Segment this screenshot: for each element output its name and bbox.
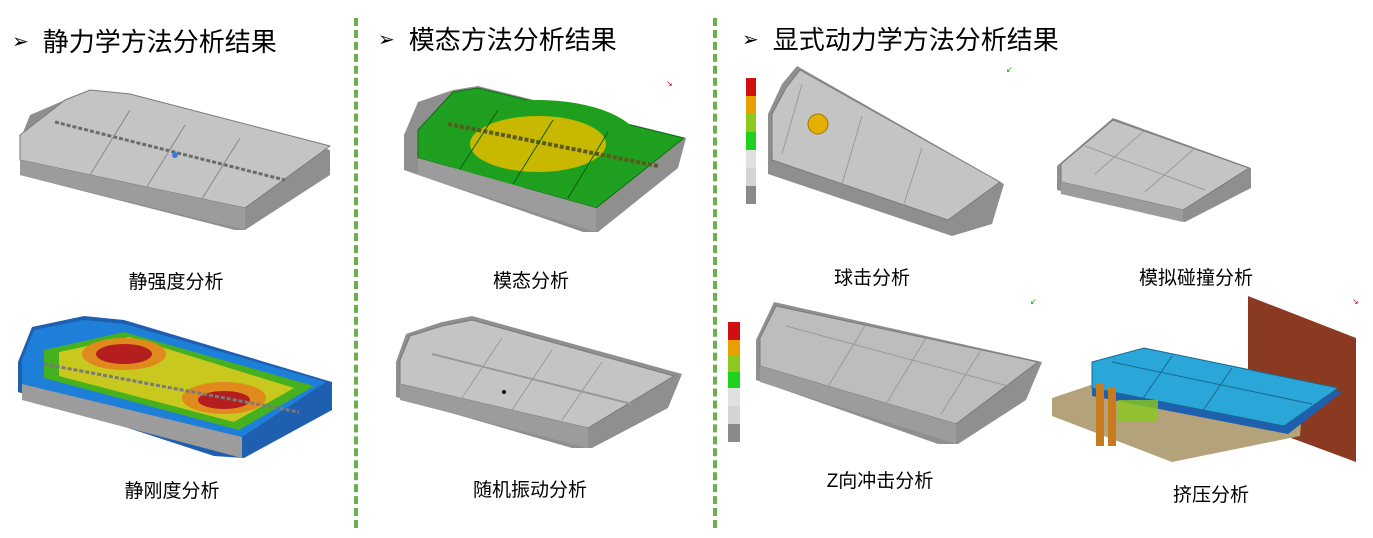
ball-impact-image: ↙ bbox=[746, 65, 1013, 236]
random-vibration-image bbox=[396, 316, 682, 448]
color-legend bbox=[746, 78, 756, 204]
section-title: 静力学方法分析结果 bbox=[42, 28, 277, 58]
static-stiffness-image bbox=[18, 316, 332, 458]
column-divider bbox=[354, 18, 358, 528]
section-title: 显式动力学方法分析结果 bbox=[772, 26, 1059, 56]
section-heading-static: ➢ 静力学方法分析结果 bbox=[12, 22, 277, 59]
caption-modal: 模态分析 bbox=[492, 270, 570, 292]
section-heading-explicit: ➢ 显式动力学方法分析结果 bbox=[742, 20, 1059, 57]
static-strength-image bbox=[19, 89, 332, 230]
column-divider bbox=[713, 18, 717, 528]
caption-ball-impact: 球击分析 bbox=[833, 267, 911, 289]
caption-crash: 模拟碰撞分析 bbox=[1138, 267, 1254, 289]
arrow-bullet-icon: ➢ bbox=[378, 26, 395, 51]
caption-z-impact: Z向冲击分析 bbox=[826, 471, 934, 492]
arrow-bullet-icon: ➢ bbox=[12, 28, 29, 53]
crush-image: ↘ bbox=[1052, 296, 1359, 462]
svg-text:↘: ↘ bbox=[666, 80, 673, 88]
arrow-bullet-icon: ➢ bbox=[742, 26, 759, 51]
color-legend bbox=[728, 322, 740, 442]
modal-image: ↘ bbox=[404, 80, 686, 232]
caption-static-strength: 静强度分析 bbox=[128, 271, 224, 293]
svg-text:↙: ↙ bbox=[1006, 65, 1013, 74]
caption-crush: 挤压分析 bbox=[1172, 484, 1250, 506]
caption-static-stiffness: 静刚度分析 bbox=[124, 480, 220, 502]
caption-random-vibration: 随机振动分析 bbox=[472, 479, 588, 501]
crash-image bbox=[1057, 118, 1251, 222]
z-impact-image: ↙ bbox=[728, 297, 1042, 444]
section-heading-modal: ➢ 模态方法分析结果 bbox=[378, 20, 617, 57]
section-title: 模态方法分析结果 bbox=[408, 26, 617, 56]
svg-text:↙: ↙ bbox=[1030, 297, 1037, 306]
svg-text:↘: ↘ bbox=[1352, 297, 1359, 306]
